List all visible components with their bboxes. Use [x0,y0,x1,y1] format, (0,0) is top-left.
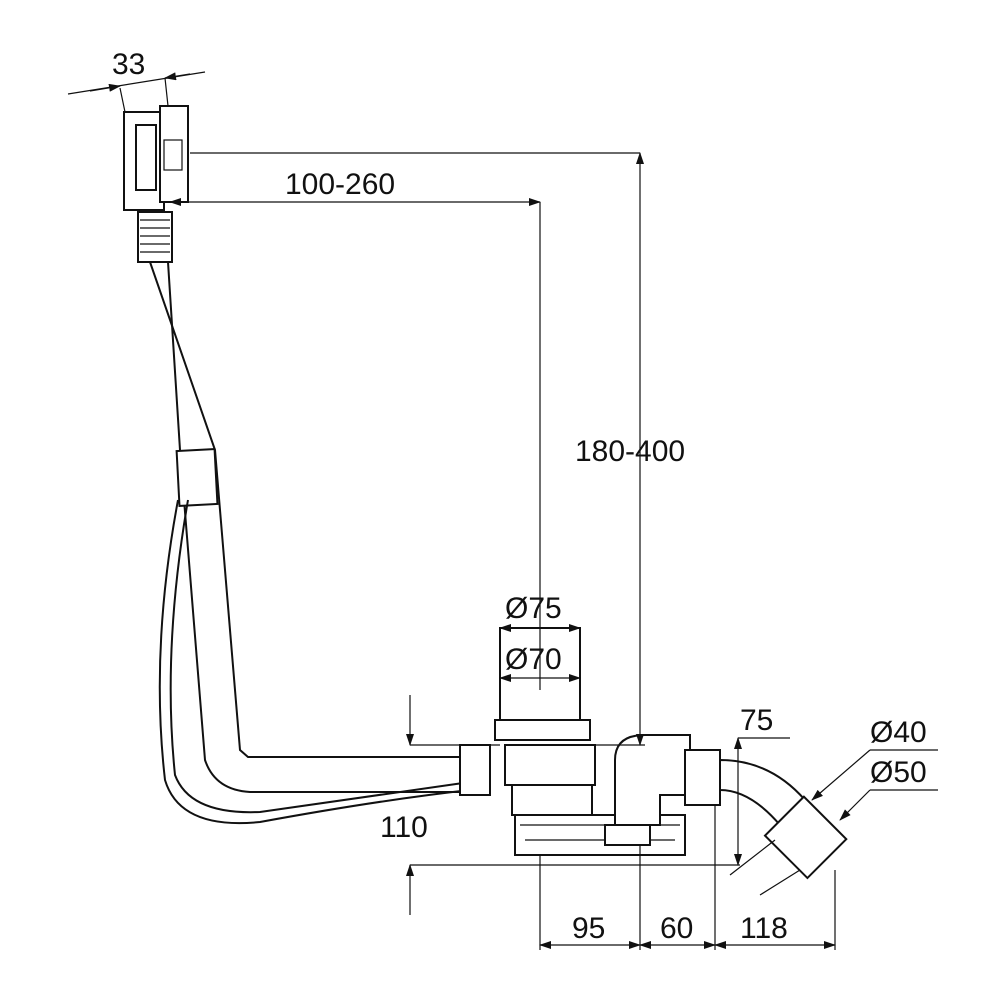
dim-75-label: 75 [740,704,774,737]
dim-d40-label: Ø40 [870,716,927,749]
dim-33-label: 33 [112,48,146,81]
dimension-lines [67,71,938,950]
dim-118-label: 118 [740,912,788,945]
dim-d75-label: Ø75 [505,592,562,625]
dim-d50-label: Ø50 [870,756,927,789]
dim-110-label: 110 [380,811,428,844]
overflow-pipe [149,261,460,793]
waste-body [459,627,848,880]
dim-d70-label: Ø70 [505,643,562,676]
dim-100-260-label: 100-260 [285,168,396,201]
dim-60-label: 60 [660,912,694,945]
flexible-hose [158,499,471,825]
overflow-head [123,105,189,263]
dim-180-400-label: 180-400 [575,435,686,468]
dim-95-label: 95 [572,912,606,945]
